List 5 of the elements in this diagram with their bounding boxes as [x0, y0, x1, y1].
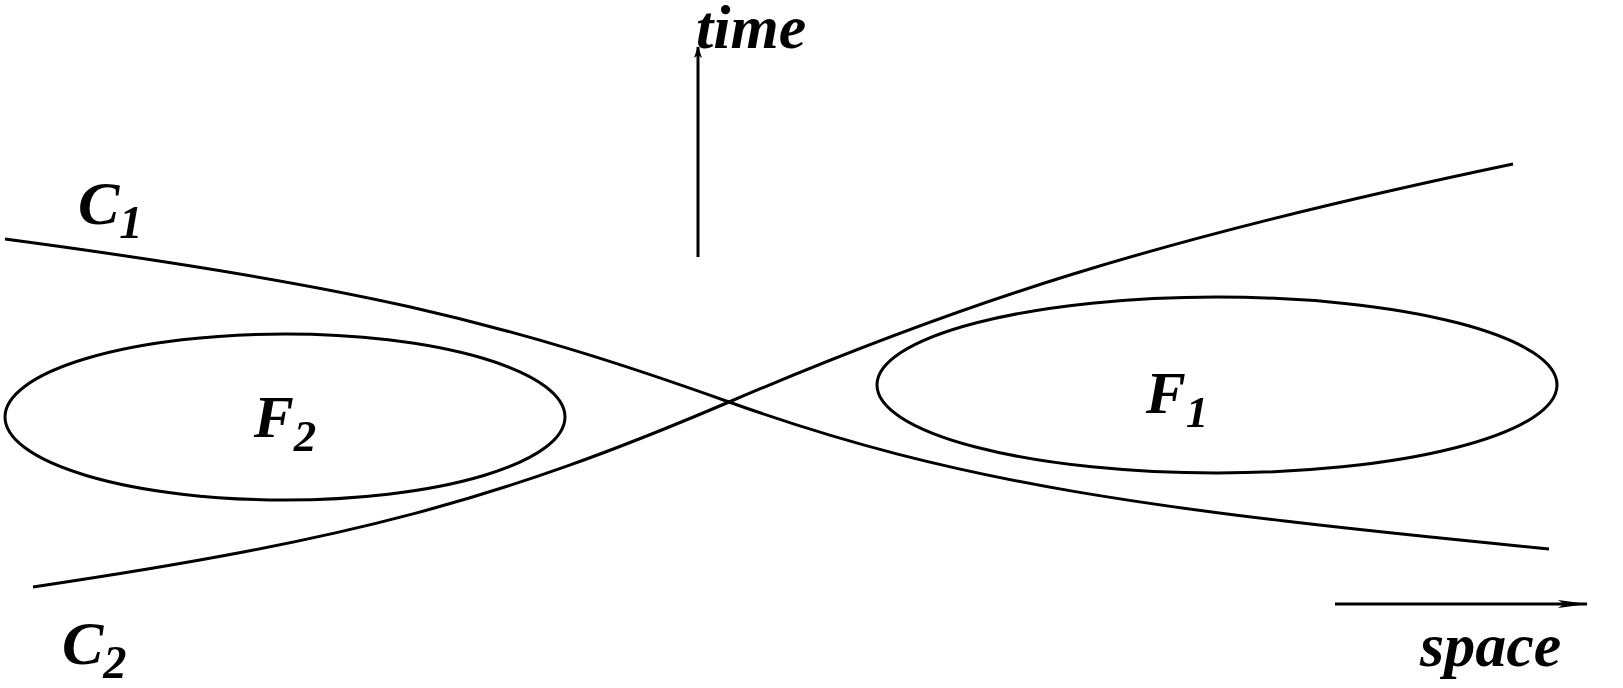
- region-label: F$_{2}$: [253, 387, 317, 459]
- axis-label: time: [696, 0, 807, 58]
- region-label: F$_{1}$: [1145, 363, 1209, 435]
- axis-label: C$_{2}$: [62, 612, 127, 687]
- axis-label: C$_{1}$: [78, 172, 143, 247]
